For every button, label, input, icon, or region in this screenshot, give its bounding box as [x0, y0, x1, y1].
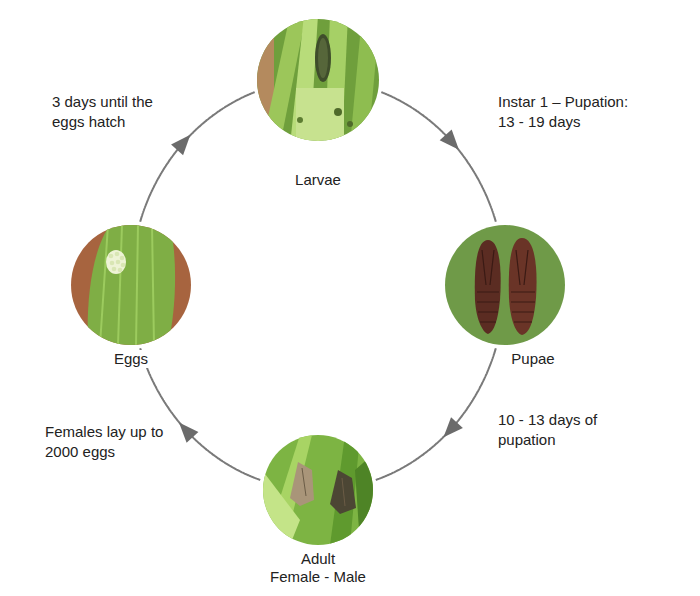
photo-detail	[318, 38, 328, 78]
cycle-arc	[381, 92, 496, 222]
photo-detail	[115, 252, 120, 257]
photo-detail	[100, 225, 154, 345]
stage-label: Pupae	[508, 350, 557, 368]
photo-detail	[100, 225, 154, 345]
photo-detail	[88, 225, 175, 345]
photo-detail	[106, 250, 126, 274]
photo-detail	[334, 108, 342, 116]
stage-circle: Pupae	[445, 225, 565, 345]
cycle-arc	[140, 348, 260, 480]
cycle-arc	[376, 348, 496, 480]
photo-detail	[477, 250, 535, 322]
photo-detail	[302, 468, 345, 506]
photo-detail	[252, 15, 274, 145]
stage-caption: Pupae	[508, 350, 557, 368]
photo-detail	[110, 261, 115, 266]
photo-detail	[70, 225, 195, 350]
photo-detail	[109, 252, 126, 273]
stage-label: Adult	[267, 550, 369, 568]
stage-circle: Larvae	[257, 19, 379, 141]
eggs-photo	[70, 225, 195, 350]
stage-caption: Larvae	[292, 171, 344, 189]
photo-detail	[511, 292, 535, 322]
photo-detail	[109, 254, 114, 259]
larvae-photo	[250, 15, 390, 145]
stage-caption: AdultFemale - Male	[267, 550, 369, 586]
photo-detail	[296, 88, 344, 143]
stage-circle: AdultFemale - Male	[263, 435, 373, 545]
photo-detail	[120, 256, 125, 261]
photo-detail	[509, 238, 537, 335]
arrow-head	[171, 135, 190, 155]
cycle-arrow	[140, 348, 260, 480]
stage-label: Female - Male	[267, 568, 369, 586]
stage-label: Larvae	[292, 171, 344, 189]
pupae-photo	[440, 220, 570, 350]
photo-detail	[118, 268, 123, 273]
arrow-head	[440, 130, 459, 150]
photo-detail	[355, 450, 378, 545]
stage-label: Eggs	[111, 350, 151, 368]
photo-detail	[112, 267, 117, 272]
stage-duration-note: Instar 1 – Pupation: 13 - 19 days	[498, 92, 648, 132]
photo-detail	[315, 34, 331, 82]
photo-detail	[347, 121, 353, 127]
photo-detail	[482, 250, 528, 285]
cycle-arrow	[140, 92, 255, 222]
adult-photo	[260, 430, 380, 550]
photo-detail	[330, 435, 360, 545]
stage-duration-note: 10 - 13 days of pupation	[498, 410, 623, 450]
stage-duration-note: 3 days until the eggs hatch	[52, 92, 180, 132]
photo-detail	[477, 292, 499, 322]
photo-detail	[350, 15, 380, 145]
photo-detail	[475, 240, 501, 334]
cycle-arc	[140, 92, 255, 222]
stage-duration-note: Females lay up to 2000 eggs	[45, 422, 183, 462]
stage-caption: Eggs	[111, 350, 151, 368]
stage-circle: Eggs	[71, 225, 191, 345]
photo-detail	[121, 263, 126, 268]
photo-detail	[250, 15, 390, 145]
cycle-arrow	[376, 348, 496, 480]
photo-detail	[260, 430, 380, 550]
photo-detail	[440, 220, 570, 350]
arrow-head	[179, 423, 198, 443]
photo-detail	[297, 117, 303, 123]
photo-detail	[116, 260, 121, 265]
cycle-arrow	[381, 92, 496, 222]
arrow-head	[443, 417, 462, 437]
